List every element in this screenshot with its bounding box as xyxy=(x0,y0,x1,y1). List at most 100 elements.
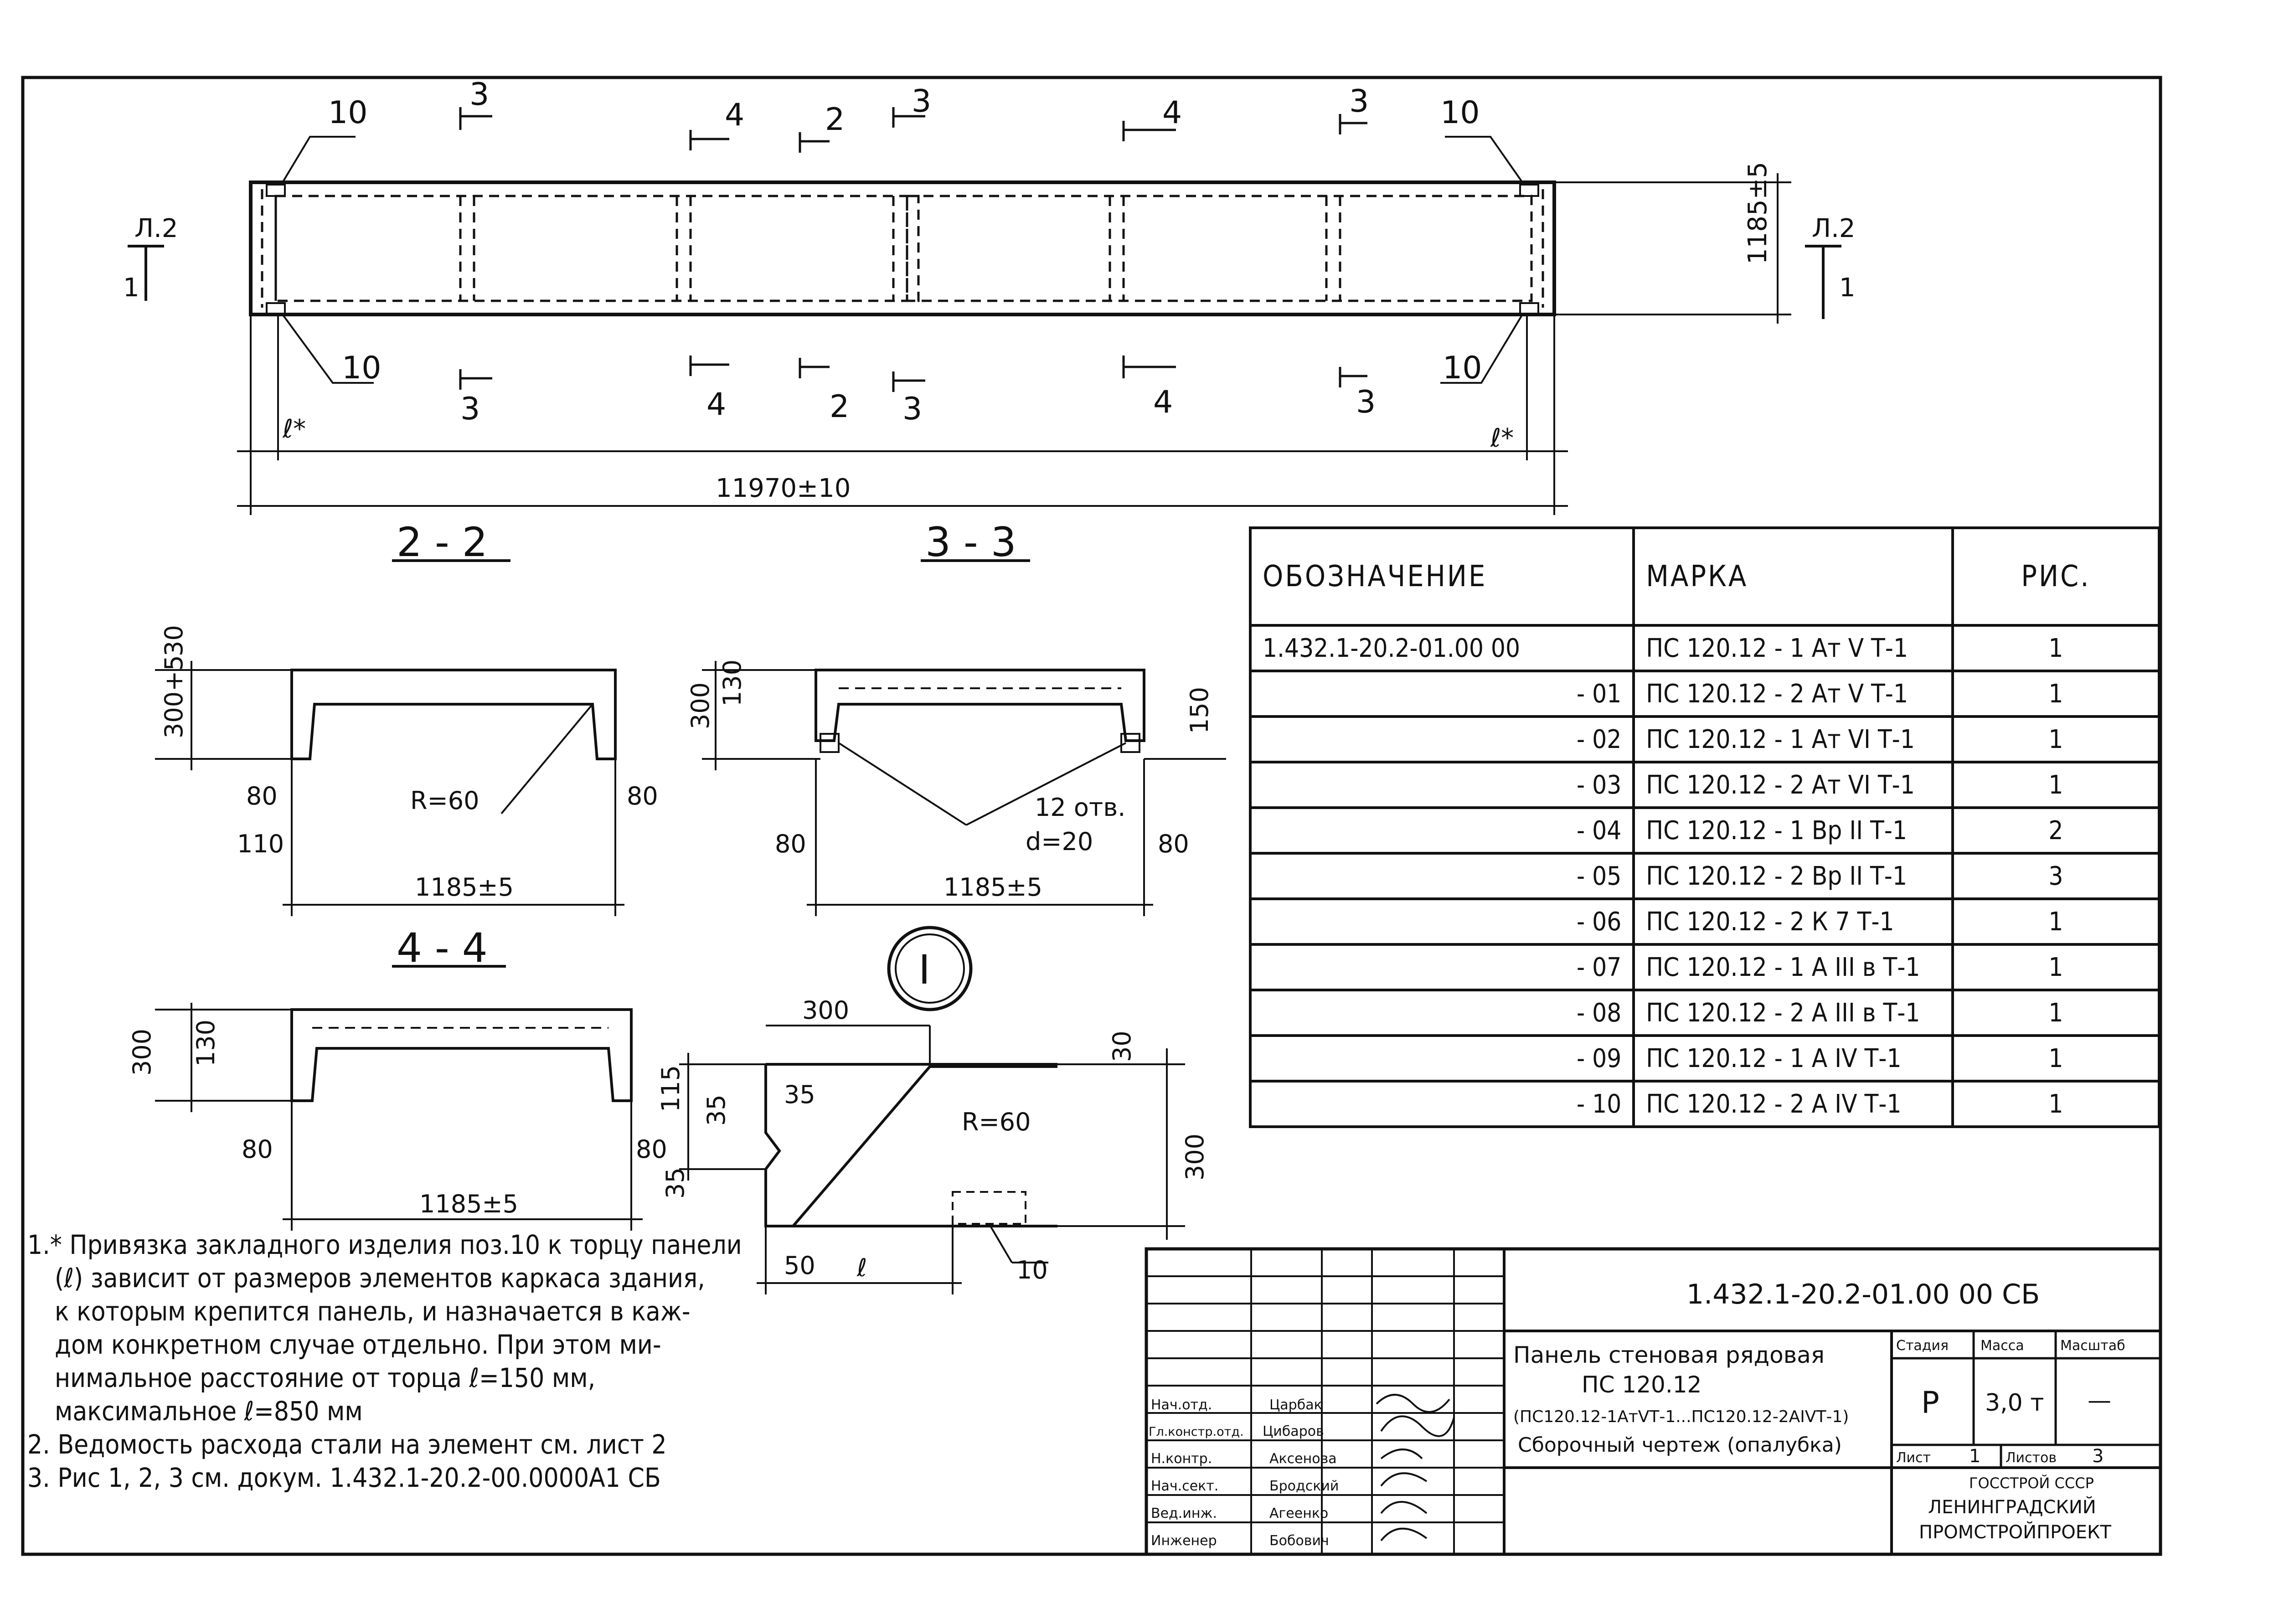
mark-4-b: 4 xyxy=(1162,95,1182,131)
org-line2: ЛЕНИНГРАДСКИЙ xyxy=(1928,1496,2096,1518)
doc-code: 1.432.1-20.2-01.00 00 СБ xyxy=(1686,1279,2040,1310)
signer-role-2: Н.контр. xyxy=(1151,1451,1212,1467)
dim-4-4-1185: 1185±5 xyxy=(419,1190,518,1218)
panel-plan-view xyxy=(128,107,1841,515)
cell-mark: ПС 120.12 - 1 А III в Т-1 xyxy=(1632,943,1954,991)
mark-4-c: 4 xyxy=(706,387,726,423)
sheet-value: 1 xyxy=(1969,1446,1980,1467)
dim-detail-300v: 300 xyxy=(1181,1134,1209,1181)
section-4-4 xyxy=(155,965,643,1231)
mark-3-a: 3 xyxy=(469,77,489,113)
side-view-label-left: Л.2 xyxy=(134,214,178,243)
cell-mark: ПС 120.12 - 2 А IV Т-1 xyxy=(1632,1080,1954,1128)
signer-name-3: Бродский xyxy=(1269,1478,1339,1494)
signer-role-1: Гл.констр.отд. xyxy=(1149,1425,1244,1439)
cell-mark: ПС 120.12 - 2 К 7 Т-1 xyxy=(1632,897,1954,946)
dim-detail-50: 50 xyxy=(784,1251,815,1280)
doc-name-line2: ПС 120.12 xyxy=(1582,1371,1702,1398)
section-4-4-title: 4 - 4 xyxy=(397,924,488,971)
dim-detail-35b: 35 xyxy=(784,1080,815,1109)
doc-name-line1: Панель стеновая рядовая xyxy=(1513,1342,1825,1368)
cell-mark: ПС 120.12 - 1 Ат VI Т-1 xyxy=(1632,715,1954,763)
dim-2-2-300: 300+5 xyxy=(160,655,188,738)
dim-detail-30: 30 xyxy=(1108,1031,1136,1062)
side-view-label-right: Л.2 xyxy=(1812,214,1856,243)
dim-2-2-1185: 1185±5 xyxy=(415,873,514,902)
dim-3-3-1185: 1185±5 xyxy=(944,873,1042,902)
mark-10-bottom-right: 10 xyxy=(1443,350,1482,386)
note-line: (ℓ) зависит от размеров элементов каркас… xyxy=(55,1263,705,1294)
signer-role-4: Вед.инж. xyxy=(1151,1505,1217,1521)
dim-3-3-80l: 80 xyxy=(775,830,806,858)
org-line1: ГОССТРОЙ СССР xyxy=(1969,1474,2094,1492)
doc-name-line3: (ПС120.12-1АтVТ-1...ПС120.12-2АIVТ-1) xyxy=(1513,1407,1849,1426)
section-3-3 xyxy=(702,559,1226,916)
cell-fig: 1 xyxy=(1951,897,2161,946)
cell-code: - 03 xyxy=(1248,761,1635,809)
cell-code: - 06 xyxy=(1248,897,1635,946)
sheet-label: Лист xyxy=(1896,1450,1931,1466)
cell-fig: 1 xyxy=(1951,1034,2161,1083)
note-line: 3. Рис 1, 2, 3 см. докум. 1.432.1-20.2-0… xyxy=(27,1462,661,1493)
cell-mark: ПС 120.12 - 2 Ат VI Т-1 xyxy=(1632,761,1954,809)
section-2-2-title: 2 - 2 xyxy=(397,519,488,566)
mark-3-e: 3 xyxy=(902,391,922,427)
cell-code: - 02 xyxy=(1248,715,1635,763)
cell-mark: ПС 120.12 - 1 А IV Т-1 xyxy=(1632,1034,1954,1083)
mark-2-a: 2 xyxy=(825,102,845,138)
signature-marks xyxy=(1376,1394,1455,1542)
cell-code: - 04 xyxy=(1248,806,1635,855)
dim-4-4-80r: 80 xyxy=(636,1135,667,1164)
mark-10-top-right: 10 xyxy=(1440,95,1480,131)
mark-10-top-left: 10 xyxy=(328,95,368,131)
length-dim: 11970±10 xyxy=(716,474,851,503)
title-block-grid xyxy=(1145,1247,2162,1556)
dim-4-4-130: 130 xyxy=(191,1020,220,1067)
dim-4-4-80l: 80 xyxy=(242,1135,273,1164)
header-designation: ОБОЗНАЧЕНИЕ xyxy=(1248,526,1635,627)
mark-3-c: 3 xyxy=(1349,83,1369,119)
mark-10-bottom-left: 10 xyxy=(342,350,382,386)
dim-4-4-300: 300 xyxy=(128,1029,156,1076)
note-line: нимальное расстояние от торца ℓ=150 мм, xyxy=(55,1362,596,1393)
dim-3-3-300: 300 xyxy=(686,682,715,729)
signer-name-2: Аксенова xyxy=(1269,1451,1337,1467)
dim-2-2-30: 30 xyxy=(160,625,188,656)
dim-detail-115: 115 xyxy=(656,1065,685,1112)
height-dim: 1185±5 xyxy=(1743,162,1773,264)
signer-name-1: Цибаров xyxy=(1263,1423,1324,1439)
mark-3-d: 3 xyxy=(460,391,480,427)
cell-code: - 07 xyxy=(1248,943,1635,991)
signer-name-4: Агеенко xyxy=(1269,1505,1328,1521)
signer-name-0: Царбак xyxy=(1269,1397,1322,1413)
cell-mark: ПС 120.12 - 2 Ат V Т-1 xyxy=(1632,670,1954,718)
cell-code: - 05 xyxy=(1248,852,1635,900)
dim-detail-r60: R=60 xyxy=(962,1108,1031,1136)
note-line: дом конкретном случае отдельно. При этом… xyxy=(55,1329,661,1360)
cell-fig: 1 xyxy=(1951,624,2161,672)
cell-mark: ПС 120.12 - 2 А III в Т-1 xyxy=(1632,989,1954,1037)
dim-detail-35c: 35 xyxy=(661,1167,690,1199)
cell-code: - 08 xyxy=(1248,989,1635,1037)
signer-name-5: Бобович xyxy=(1269,1533,1329,1549)
org-line3: ПРОМСТРОЙПРОЕКТ xyxy=(1919,1521,2111,1543)
cell-fig: 1 xyxy=(1951,761,2161,809)
cell-code: - 01 xyxy=(1248,670,1635,718)
dim-2-2-110: 110 xyxy=(237,830,284,858)
header-figure: РИС. xyxy=(1951,526,2161,627)
signer-role-5: Инженер xyxy=(1151,1533,1217,1549)
cell-fig: 1 xyxy=(1951,943,2161,991)
dim-detail-l: ℓ xyxy=(856,1253,867,1282)
signer-role-0: Нач.отд. xyxy=(1151,1397,1212,1413)
scale-value: — xyxy=(2088,1387,2111,1414)
section-2-2 xyxy=(155,559,624,916)
doc-name-line4: Сборочный чертеж (опалубка) xyxy=(1518,1433,1842,1457)
